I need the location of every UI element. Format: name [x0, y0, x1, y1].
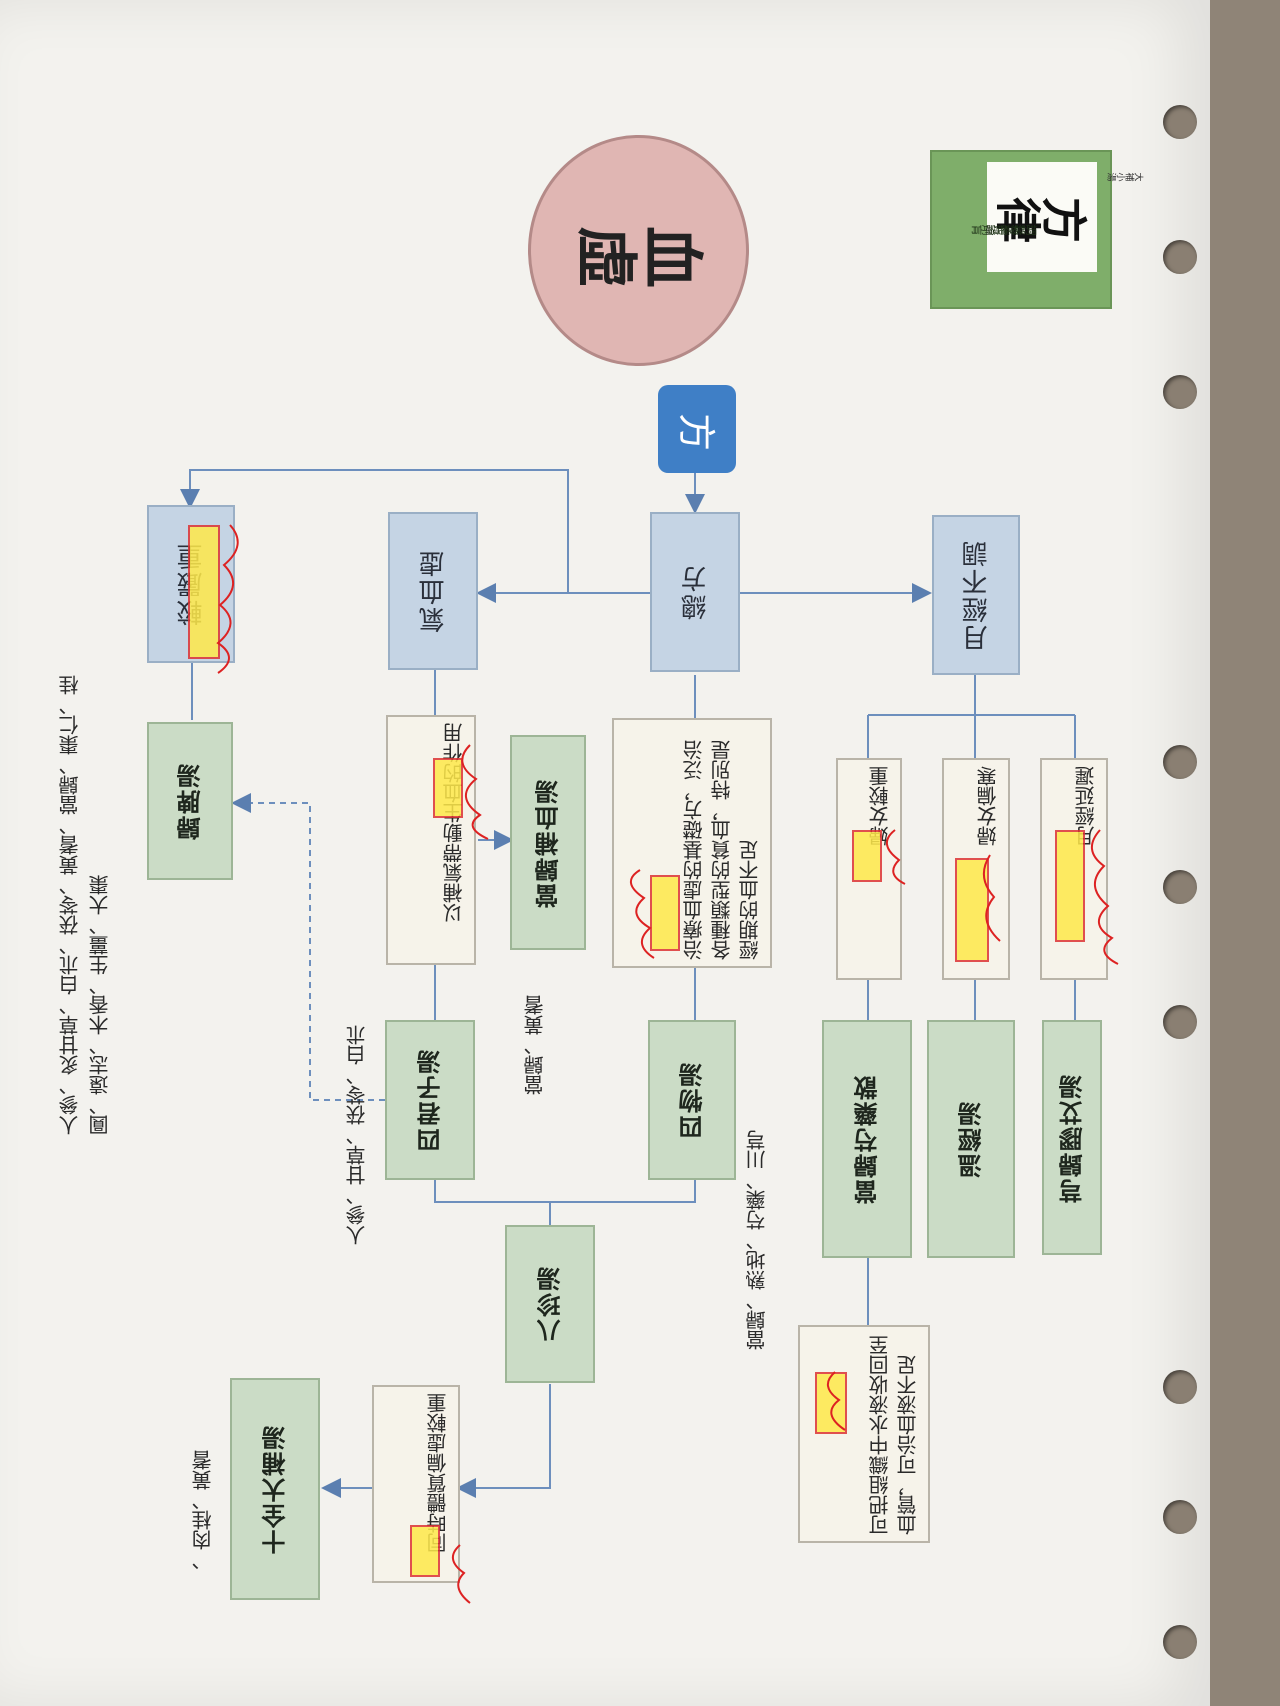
- logo-block: 方律 整體證 肓 調整之方劑 大補小湯: [930, 150, 1144, 309]
- binder-hole: [1163, 870, 1197, 904]
- note-zongfang: 治療血虛的基礎方，泛治各種類型的貧血，特別是經期的血不足: [612, 718, 772, 968]
- node-zongfang: 總方: [650, 512, 740, 672]
- binder-hole: [1163, 105, 1197, 139]
- highlight-mark: [410, 1525, 440, 1577]
- node-shiquan: 十全大補湯: [230, 1378, 320, 1600]
- highlight-mark: [188, 525, 220, 659]
- highlight-mark: [433, 758, 463, 818]
- note-qixue: 以補氣帶動生血的作用: [386, 715, 476, 965]
- binder-hole: [1163, 375, 1197, 409]
- node-qixue: 氣血虛: [388, 512, 478, 670]
- notebook-page: 方律 整體證 肓 調整之方劑 大補小湯 血虛 方 總方 氣血虛 較嚴重 月經不調…: [0, 0, 1210, 1706]
- highlight-mark: [852, 830, 882, 882]
- highlight-mark: [815, 1372, 847, 1434]
- title-circle: 血虛: [528, 135, 749, 366]
- node-bazhen: 八珍湯: [505, 1225, 595, 1383]
- node-sijunzi: 四君子湯: [385, 1020, 475, 1180]
- binder-hole: [1163, 745, 1197, 779]
- node-xiongguijiao: 芎歸膠艾湯: [1042, 1020, 1102, 1255]
- node-wenjing: 溫經湯: [927, 1020, 1015, 1258]
- highlight-mark: [1055, 830, 1085, 942]
- binder-hole: [1163, 1005, 1197, 1039]
- note-yuejing-3: 婦女較重: [836, 758, 902, 980]
- binder-hole: [1163, 1500, 1197, 1534]
- binder-hole: [1163, 240, 1197, 274]
- node-guipi: 歸脾湯: [147, 722, 233, 880]
- highlight-mark: [650, 875, 680, 951]
- handwriting-scribbles: [216, 524, 1119, 1604]
- node-siwu: 四物湯: [648, 1020, 736, 1180]
- binder-hole: [1163, 1625, 1197, 1659]
- node-danggui-buxue: 當歸補血湯: [510, 735, 586, 950]
- node-dangui-shaoyao: 當歸芍藥散: [822, 1020, 912, 1258]
- connector-lines: [180, 469, 1076, 1498]
- node-yuejing: 月經不調: [932, 515, 1020, 675]
- logo-brush-text: 方律: [987, 162, 1097, 272]
- note-shaoyao: 可把組織中水液收回至血管，可治血液不足: [798, 1325, 930, 1543]
- formula-badge: 方: [658, 385, 736, 473]
- binder-hole: [1163, 1370, 1197, 1404]
